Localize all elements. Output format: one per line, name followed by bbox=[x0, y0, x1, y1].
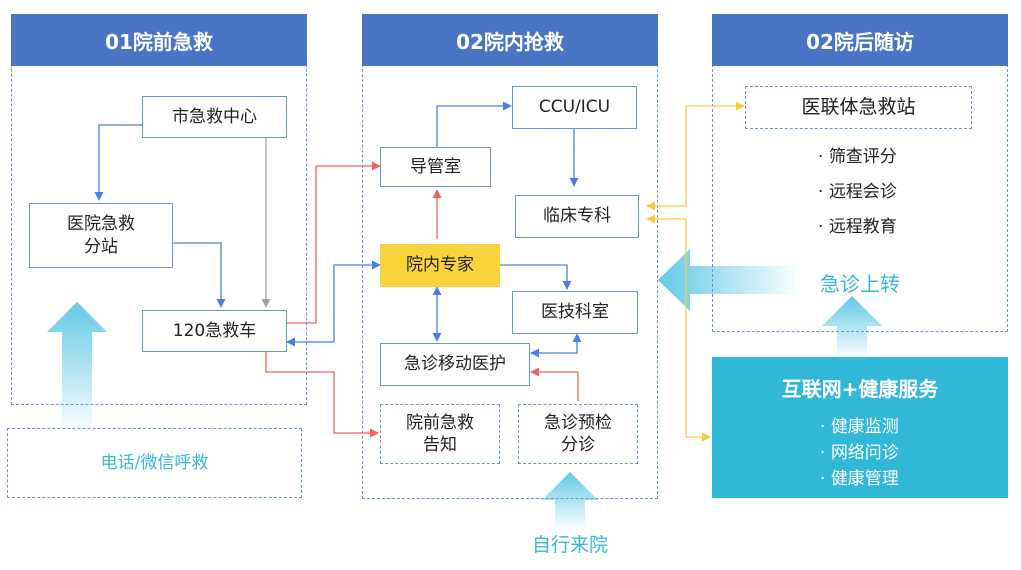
prehospital-notice: 院前急救 告知 bbox=[380, 404, 500, 464]
alliance-emergency-station: 医联体急救站 bbox=[745, 86, 972, 129]
cath-lab: 导管室 bbox=[380, 147, 491, 187]
hospital-branch-station: 医院急救 分站 bbox=[29, 203, 173, 268]
branch-line-2: 分站 bbox=[84, 236, 118, 257]
internet-health-service: 互联网+健康服务 健康监测 网络问诊 健康管理 bbox=[712, 357, 1008, 498]
notify-line-2: 告知 bbox=[423, 435, 457, 455]
alliance-item: 远程会诊 bbox=[818, 175, 958, 210]
service-item: 网络问诊 bbox=[820, 440, 1008, 466]
service-item: 健康管理 bbox=[820, 466, 1008, 492]
triage-line-2: 分诊 bbox=[561, 435, 595, 455]
pre-hospital-header: 01院前急救 bbox=[11, 14, 307, 66]
phone-wechat-call: 电话/微信呼救 bbox=[7, 428, 302, 498]
ccu-icu: CCU/ICU bbox=[512, 86, 637, 129]
post-hospital-header: 02院后随访 bbox=[712, 14, 1008, 66]
ambulance-120: 120急救车 bbox=[142, 310, 287, 352]
branch-line-1: 医院急救 bbox=[67, 214, 135, 235]
alliance-item: 远程教育 bbox=[818, 210, 958, 245]
in-hospital-header: 02院内抢救 bbox=[362, 14, 658, 66]
in-hospital-experts: 院内专家 bbox=[380, 244, 500, 287]
up-arrow-icon bbox=[822, 296, 882, 356]
walk-in-label: 自行来院 bbox=[531, 534, 608, 556]
service-title: 互联网+健康服务 bbox=[781, 377, 939, 401]
triage-line-1: 急诊预检 bbox=[544, 412, 612, 433]
emergency-mobile-care: 急诊移动医护 bbox=[380, 343, 530, 386]
left-arrow-icon bbox=[658, 249, 795, 311]
alliance-item: 筛查评分 bbox=[818, 140, 958, 175]
service-item: 健康监测 bbox=[820, 414, 1008, 440]
emergency-triage: 急诊预检 分诊 bbox=[518, 404, 638, 464]
clinical-specialty: 临床专科 bbox=[515, 195, 639, 238]
service-items: 健康监测 网络问诊 健康管理 bbox=[820, 414, 1008, 492]
up-arrow-icon bbox=[542, 472, 598, 528]
medical-tech-dept: 医技科室 bbox=[512, 291, 638, 334]
up-arrow-icon bbox=[47, 302, 107, 428]
alliance-items: 筛查评分 远程会诊 远程教育 bbox=[818, 140, 958, 245]
notify-line-1: 院前急救 bbox=[406, 412, 474, 433]
city-emergency-center: 市急救中心 bbox=[142, 96, 287, 138]
emergency-transfer-label: 急诊上转 bbox=[820, 272, 900, 296]
